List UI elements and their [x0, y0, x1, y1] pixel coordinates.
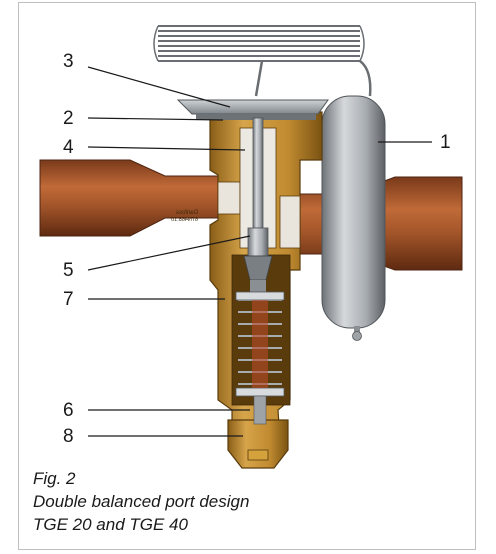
engraving-line2: 67N468.10: [171, 217, 198, 223]
callout-2: 2: [63, 108, 74, 129]
callout-numbers: 3 2 4 5 7 6 8 1: [63, 51, 451, 447]
thermostatic-element: [176, 99, 329, 120]
caption-line2: TGE 20 and TGE 40: [33, 515, 188, 534]
callout-5: 5: [63, 260, 74, 281]
callout-1: 1: [440, 132, 451, 153]
body-engraving: Danfoss 67N468.10: [171, 210, 198, 223]
leader-lines: [87, 66, 432, 437]
callout-3: 3: [63, 51, 74, 72]
callout-8: 8: [63, 426, 74, 447]
caption-line1: Double balanced port design: [33, 492, 250, 511]
inlet-pipe: [39, 159, 221, 237]
sensing-bulb: [321, 95, 386, 341]
figure-caption: Fig. 2 Double balanced port design TGE 2…: [33, 467, 363, 536]
caption-fig-label: Fig. 2: [33, 469, 76, 488]
engraving-line1: Danfoss: [176, 210, 198, 216]
callout-6: 6: [63, 400, 74, 421]
callout-7: 7: [63, 289, 74, 310]
spring-seats: [235, 291, 285, 425]
capillary-coil: [153, 25, 372, 97]
callout-4: 4: [63, 137, 74, 158]
